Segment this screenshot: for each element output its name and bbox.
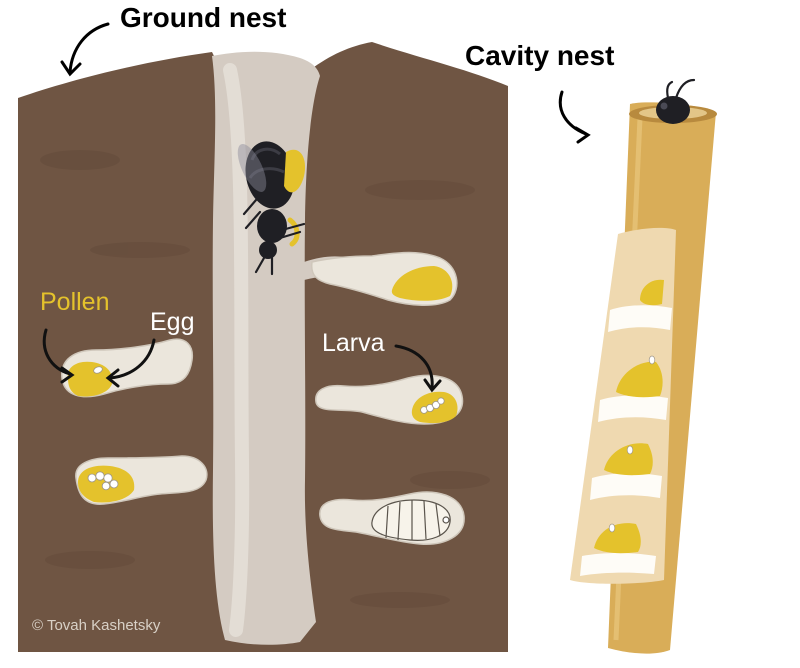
egg-icon: [93, 366, 103, 374]
pollen-ball: [640, 279, 664, 306]
egg-icon: [608, 523, 616, 533]
arrow-icon: [105, 338, 156, 388]
larva-icon: [87, 471, 119, 491]
partition: [598, 395, 668, 422]
arrow-icon: [558, 90, 591, 144]
credit-text: © Tovah Kashetsky: [32, 617, 161, 634]
larva-label: Larva: [322, 329, 385, 357]
brood-cell-left-larva: [75, 455, 208, 505]
ground-nest: Pollen Egg Larva © Tovah Kashetsky: [18, 42, 508, 652]
bee-icon: [656, 78, 696, 124]
pollen-label: Pollen: [40, 288, 110, 316]
soil-texture: [40, 150, 490, 608]
pollen-ball: [604, 443, 653, 476]
arrow-icon: [60, 22, 110, 77]
tunnel: [212, 51, 320, 645]
arrow-icon: [394, 344, 442, 393]
brood-cell-right-larva: [315, 374, 464, 425]
arrow-icon: [42, 328, 75, 384]
cavity-nest: [570, 78, 717, 654]
cavity-cells: [580, 279, 672, 576]
brood-cell-right-pupa: [319, 491, 465, 545]
partition: [580, 553, 656, 576]
partition: [608, 305, 672, 332]
pollen-ball: [594, 523, 641, 554]
pupa-icon: [371, 499, 451, 541]
egg-label: Egg: [150, 308, 194, 336]
bee-icon: [237, 141, 306, 276]
brood-cell-upper-right: [310, 251, 458, 307]
partition: [590, 473, 662, 500]
cavity-nest-title: Cavity nest: [465, 40, 614, 71]
brood-cell-left-egg: [61, 338, 194, 398]
tunnel-highlight: [223, 63, 250, 637]
egg-icon: [648, 355, 656, 365]
ground-nest-title: Ground nest: [120, 2, 286, 33]
pollen-ball: [391, 266, 453, 301]
pollen-ball: [616, 361, 663, 398]
larva-icon: [420, 397, 445, 414]
egg-icon: [626, 445, 634, 455]
